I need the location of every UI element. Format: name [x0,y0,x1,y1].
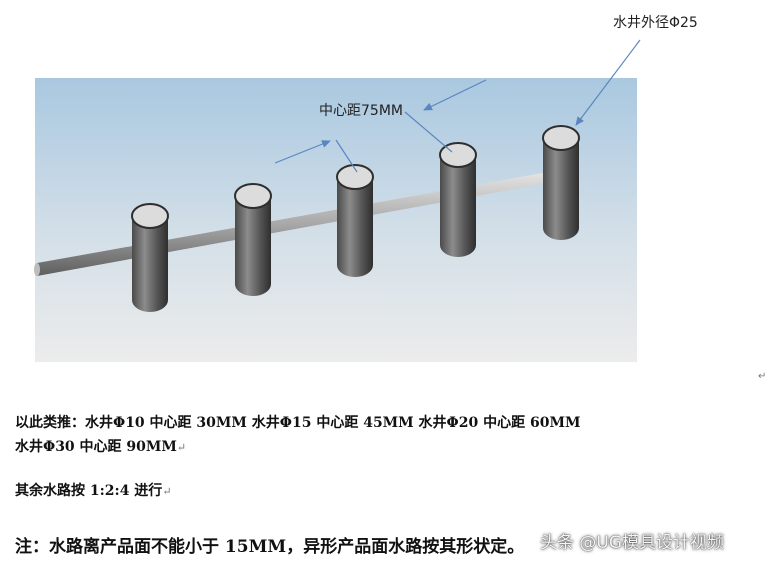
center-distance-label: 中心距75MM [319,103,403,119]
text-line-1: 以此类推：水井Φ10 中心距 30MM 水井Φ15 中心距 45MM 水井Φ20… [15,412,580,432]
arrow-to-well-4 [423,79,487,111]
well-top-cap [336,164,374,190]
well-top-cap [131,203,169,229]
well-top-cap [234,183,272,209]
paragraph-mark: ↵ [162,485,172,498]
text-line-2-content: 水井Φ30 中心距 90MM [15,439,177,455]
annotation-arrows [274,39,641,173]
arrow-to-well-3 [274,140,331,164]
note-text: 注：水路离产品面不能小于 15MM，异形产品面水路按其形状定。 [15,537,525,557]
well-top-cap [542,125,580,151]
text-line-1-content: 以此类推：水井Φ10 中心距 30MM 水井Φ15 中心距 45MM 水井Φ20… [15,415,581,431]
text-line-2: 水井Φ30 中心距 90MM↵ [15,436,186,456]
paragraph-mark: ↵ [758,371,767,382]
well-body [235,196,271,296]
well-body [440,155,476,257]
text-line-3: 其余水路按 1:2:4 进行↵ [15,480,172,500]
well-body [337,177,373,277]
outer-diameter-label: 水井外径Φ25 [613,15,698,31]
water-well-2 [234,183,272,296]
paragraph-mark: ↵ [176,441,187,454]
watermark: 头条 @UG模具设计视频 [540,533,725,553]
water-well-3 [336,164,374,277]
well-body [543,138,579,240]
water-well-5 [542,125,580,240]
water-well-4 [439,142,477,257]
arrow-to-well-5 [575,39,641,126]
text-line-3-content: 其余水路按 1:2:4 进行 [15,483,163,499]
well-body [132,216,168,312]
water-well-1 [131,203,169,312]
leader-to-well-3 [335,139,358,173]
leader-to-well-4 [404,111,453,153]
